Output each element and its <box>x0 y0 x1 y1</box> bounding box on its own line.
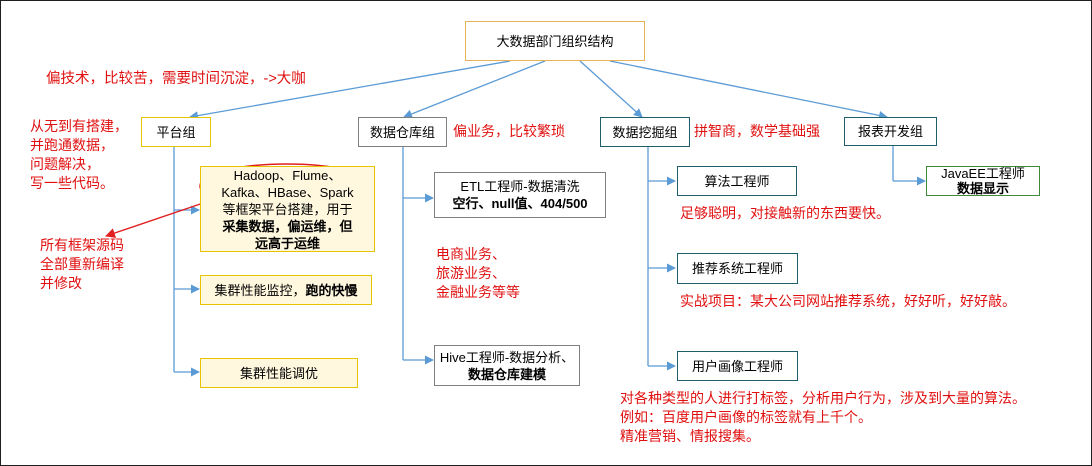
note-source: 所有框架源码 全部重新编译 并修改 <box>40 236 124 293</box>
dept-report: 报表开发组 <box>844 117 937 146</box>
note-platform-3: 问题解决， <box>30 156 100 172</box>
dept-report-label: 报表开发组 <box>857 124 923 139</box>
note-warehouse: 偏业务，比较繁琐 <box>453 123 565 139</box>
dept-platform-label: 平台组 <box>156 124 196 140</box>
dept-warehouse: 数据仓库组 <box>358 117 447 147</box>
note-platform-1: 从无到有搭建， <box>30 118 128 134</box>
note-algorithm: 足够聪明，对接触新的东西要快。 <box>680 205 890 221</box>
link-root-mining <box>579 60 643 118</box>
note-platform: 从无到有搭建， 并跑通数据， 问题解决， 写一些代码。 <box>30 117 128 193</box>
link-root-platform <box>189 60 511 121</box>
note-mining: 拼智商，数学基础强 <box>694 123 820 139</box>
note-source-2: 全部重新编译 <box>40 256 124 272</box>
platform-framework-box: Hadoop、Flume、 Kafka、HBase、Spark 等框架平台搭建，… <box>200 166 375 252</box>
link-root-warehouse <box>403 60 546 119</box>
note-business-2: 旅游业务、 <box>436 265 506 281</box>
framework-line-3: 等框架平台搭建，用于 <box>222 201 353 217</box>
note-source-1: 所有框架源码 <box>40 237 124 253</box>
javaee-line-1: JavaEE工程师 <box>941 166 1025 181</box>
note-platform-4: 写一些代码。 <box>30 175 114 191</box>
algorithm-label: 算法工程师 <box>704 173 770 189</box>
note-business-3: 金融业务等等 <box>436 284 520 300</box>
note-profile-2: 例如：百度用户画像的标签就有上千个。 <box>620 409 872 425</box>
javaee-box: JavaEE工程师 数据显示 <box>926 166 1040 196</box>
algorithm-box: 算法工程师 <box>677 166 797 196</box>
hive-box: Hive工程师-数据分析、 数据仓库建模 <box>434 345 580 386</box>
note-business: 电商业务、 旅游业务、 金融业务等等 <box>436 245 520 302</box>
note-business-1: 电商业务、 <box>436 246 506 262</box>
etl-line-1: ETL工程师-数据清洗 <box>460 179 580 194</box>
recommend-label: 推荐系统工程师 <box>691 261 783 276</box>
dept-mining: 数据挖掘组 <box>600 117 690 147</box>
profile-box: 用户画像工程师 <box>677 351 798 381</box>
tuning-text: 集群性能调优 <box>239 365 318 381</box>
javaee-line-2: 数据显示 <box>956 181 1009 196</box>
dept-platform: 平台组 <box>141 117 211 147</box>
root-box: 大数据部门组织结构 <box>465 21 645 61</box>
hive-line-2: 数据仓库建模 <box>467 366 546 382</box>
note-profile-1: 对各种类型的人进行打标签，分析用户行为，涉及到大量的算法。 <box>620 390 1026 406</box>
dept-warehouse-label: 数据仓库组 <box>369 124 435 140</box>
source-note-arrow <box>105 198 216 238</box>
link-root-report <box>609 60 888 120</box>
hive-line-1: Hive工程师-数据分析、 <box>439 349 575 365</box>
etl-box: ETL工程师-数据清洗 空行、null值、404/500 <box>434 172 606 218</box>
framework-line-2: Kafka、HBase、Spark <box>221 184 354 200</box>
framework-bold-1: 采集数据，偏运维，但 <box>222 218 353 234</box>
note-profile: 对各种类型的人进行打标签，分析用户行为，涉及到大量的算法。 例如：百度用户画像的… <box>620 389 1026 446</box>
dept-mining-label: 数据挖掘组 <box>612 124 678 140</box>
profile-label: 用户画像工程师 <box>691 358 783 374</box>
note-platform-2: 并跑通数据， <box>30 137 114 153</box>
note-profile-3: 精准营销、情报搜集。 <box>620 428 760 444</box>
note-source-3: 并修改 <box>40 275 82 291</box>
root-label: 大数据部门组织结构 <box>496 33 614 49</box>
note-top: 偏技术，比较苦，需要时间沉淀，->大咖 <box>46 71 306 87</box>
recommend-box: 推荐系统工程师 <box>677 253 798 284</box>
framework-line-1: Hadoop、Flume、 <box>233 167 342 183</box>
platform-tuning-box: 集群性能调优 <box>200 358 358 388</box>
platform-monitor-box: 集群性能监控，跑的快慢 <box>200 275 372 305</box>
etl-line-2: 空行、null值、404/500 <box>452 196 588 211</box>
monitor-bold: 跑的快慢 <box>305 282 358 298</box>
framework-bold-2: 远高于运维 <box>254 235 320 251</box>
monitor-text: 集群性能监控， <box>214 282 306 298</box>
note-recommend: 实战项目：某大公司网站推荐系统，好好听，好好敲。 <box>680 293 1016 309</box>
